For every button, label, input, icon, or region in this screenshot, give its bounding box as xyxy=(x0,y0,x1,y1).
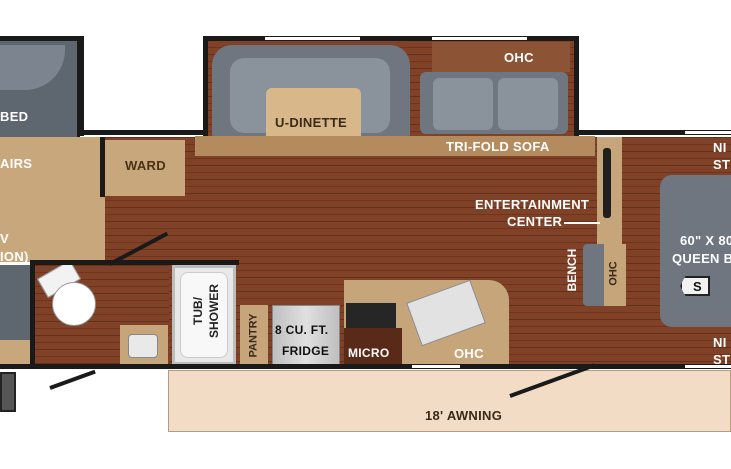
fridge-label-1: 8 CU. FT. xyxy=(275,323,329,337)
front-lower-bed xyxy=(0,265,30,340)
tv-option-label: ION) xyxy=(0,249,29,264)
window-right-top xyxy=(685,131,731,134)
front-bed-label: BED xyxy=(0,109,29,124)
sofa-cushion-2 xyxy=(498,78,558,130)
s-badge-label: S xyxy=(693,279,702,294)
front-step xyxy=(0,340,30,365)
bench-label: BENCH xyxy=(565,248,579,292)
sofa-floor-strip xyxy=(195,136,595,156)
wall-slide-right xyxy=(574,36,579,136)
microwave xyxy=(344,328,402,365)
ohc-top-label: OHC xyxy=(504,50,534,65)
tub-label-2: SHOWER xyxy=(207,284,221,338)
sofa-cushion-1 xyxy=(433,78,493,130)
window-slide-1 xyxy=(265,37,360,40)
pantry-label: PANTRY xyxy=(247,313,260,358)
stove-icon xyxy=(0,372,16,412)
s-badge xyxy=(680,276,710,296)
entry-door-left xyxy=(49,369,96,390)
entertainment-label-1: ENTERTAINMENT xyxy=(475,197,590,212)
bench-ohc xyxy=(604,244,626,306)
wall-slide-left xyxy=(203,36,208,136)
tub-inner xyxy=(180,272,228,358)
wall-top-right xyxy=(577,130,731,135)
queen-bed-label-1: 60" X 80" xyxy=(680,233,731,248)
wall-slide-top xyxy=(203,36,579,41)
stairs-label: AIRS xyxy=(0,156,33,171)
dinette-label: U-DINETTE xyxy=(275,115,348,130)
front-area xyxy=(0,137,105,262)
entertainment-label-2: CENTER xyxy=(507,214,563,229)
wall-bottom xyxy=(0,364,731,369)
night-stand-top-1: NI xyxy=(713,140,727,155)
window-slide-2 xyxy=(432,37,527,40)
queen-bed xyxy=(660,175,731,327)
ohc-top xyxy=(432,42,570,72)
night-stand-bot-1: NI xyxy=(713,335,727,350)
wardrobe xyxy=(104,140,185,196)
micro-label: MICRO xyxy=(348,346,390,360)
tub-label-1: TUB/ xyxy=(191,297,205,325)
fridge xyxy=(272,305,340,365)
bench-ohc-label: OHC xyxy=(607,261,620,286)
wall-bath-left xyxy=(30,260,35,368)
awning xyxy=(168,370,731,432)
wall-top-left xyxy=(80,130,205,135)
ohc-kitchen-label: OHC xyxy=(454,346,484,361)
toilet-bowl xyxy=(52,282,96,326)
awning-label: 18' AWNING xyxy=(425,408,503,423)
tv-label: V xyxy=(0,231,9,246)
queen-bed-label-2: QUEEN BED xyxy=(672,251,731,266)
fridge-label-2: FRIDGE xyxy=(282,344,330,358)
tri-fold-sofa-label: TRI-FOLD SOFA xyxy=(446,139,550,154)
wall-bath-top xyxy=(34,260,239,265)
window-bottom-2 xyxy=(685,365,731,368)
wall-front-top xyxy=(0,36,84,41)
night-stand-bot-2: ST xyxy=(713,352,731,367)
bath-sink xyxy=(128,334,158,358)
tv-shape xyxy=(603,148,611,218)
wall-wardrobe xyxy=(100,137,105,197)
window-bottom-1 xyxy=(412,365,460,368)
wardrobe-label: WARD xyxy=(125,158,166,173)
entertainment-leader xyxy=(564,222,600,224)
pantry xyxy=(240,305,268,365)
wall-front-right xyxy=(79,36,84,136)
cooktop xyxy=(346,303,396,329)
night-stand-top-2: ST xyxy=(713,157,731,172)
